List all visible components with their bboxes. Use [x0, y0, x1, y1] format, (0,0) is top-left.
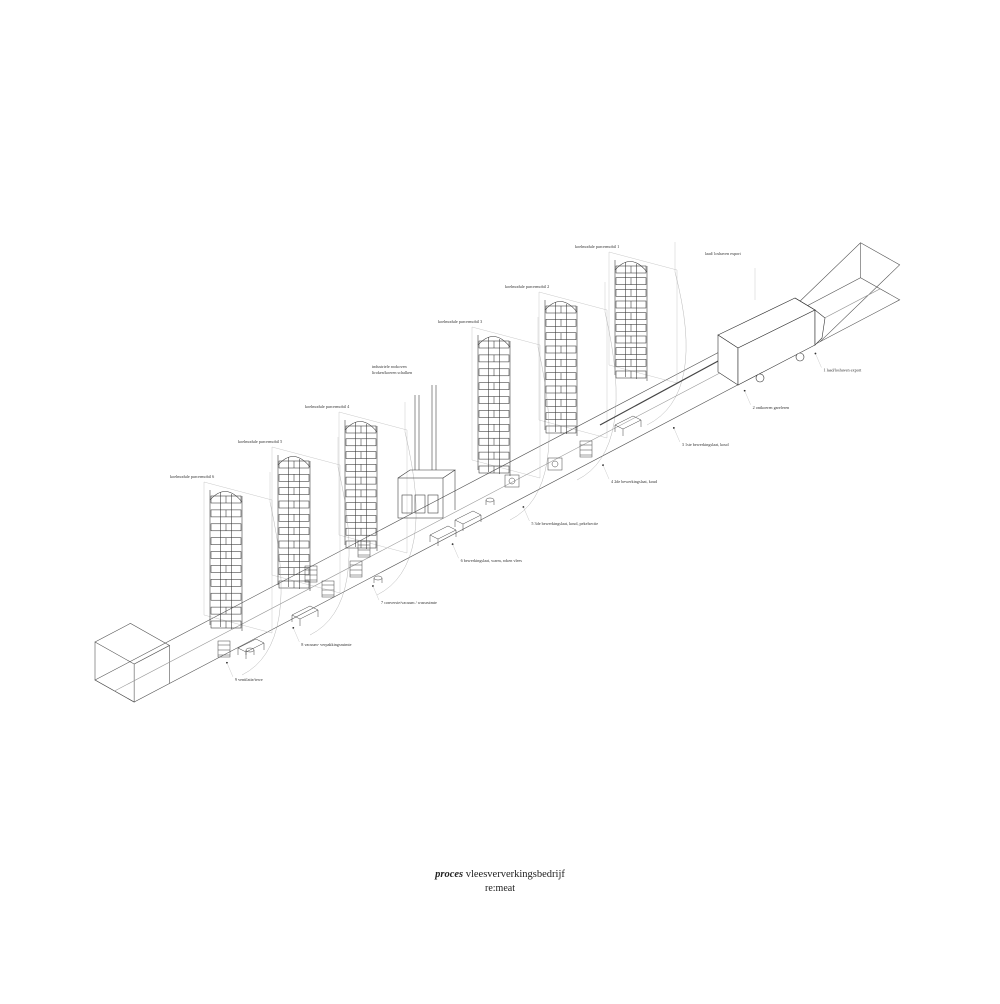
- workstation-stool: [485, 497, 495, 505]
- tower-backdrop: [538, 291, 608, 439]
- tower-backdrop: [608, 251, 678, 384]
- stop-label: 1 laad/loshaven export: [823, 368, 862, 373]
- stop-leader: [744, 390, 751, 405]
- truck-wheel: [795, 352, 805, 362]
- caption-title-bold: proces: [435, 869, 464, 880]
- workstation-rack: [304, 565, 318, 583]
- tower-cable: [576, 311, 617, 481]
- tower-label: koelmodule parcermobil 3: [438, 319, 482, 324]
- cooling-towers: [203, 251, 687, 676]
- tower-cable: [309, 466, 350, 636]
- stop-label: 8 vacuum- verpakkingsruimte: [301, 642, 351, 647]
- tower-label: koelmodule parcermobil 6: [170, 474, 214, 479]
- tower-arch: [477, 336, 511, 348]
- stop-label: 3 1ste bewerkingslaat, koud: [682, 442, 730, 448]
- workstation-rack: [357, 540, 371, 558]
- stop-leader: [673, 427, 680, 443]
- stop-label: 6 bewerkingslaat, warm, roken vlees: [461, 558, 523, 564]
- workstation-table: [291, 605, 319, 626]
- oven-rack: [414, 494, 426, 514]
- cooling-tower: [608, 251, 687, 426]
- workstation-machine: [504, 474, 520, 488]
- tower-backdrop: [338, 411, 408, 554]
- workstation-rack: [579, 440, 593, 458]
- tower-arch: [544, 301, 578, 313]
- workstation-rack: [217, 640, 231, 658]
- stop-leader: [523, 506, 530, 522]
- stop-leader: [293, 627, 300, 642]
- tower-arch: [277, 456, 311, 468]
- tower-label: koelmodule parcermobil 2: [505, 284, 549, 289]
- cooling-tower: [271, 446, 350, 636]
- truck: [717, 297, 826, 386]
- tower-arch: [614, 261, 648, 273]
- stop-marker: [372, 585, 374, 587]
- oven-body: [397, 477, 444, 519]
- corridor-ramp: [780, 242, 901, 342]
- stop-label: 7 conversie/vacuum / wassruimte: [381, 600, 437, 605]
- oven-label: industriele rookoven: [372, 364, 407, 369]
- tower-label: koelmodule parcermobil 4: [305, 404, 350, 409]
- oven-rack: [427, 494, 439, 514]
- stop-leader: [815, 353, 822, 368]
- oven-label: liroken/koeren schalken: [372, 370, 413, 375]
- stop-leader: [452, 544, 459, 559]
- stop-label: 5 3de bewerkingslaat, koud, pekelsectie: [531, 521, 598, 527]
- stop-label: 2 ontkoeren gareleren: [753, 405, 790, 410]
- stop-labels: 1 laad/loshaven export 2 ontkoeren garele…: [170, 242, 862, 682]
- stop-label: 4 2de bewerkingslaat, koud: [611, 479, 658, 485]
- cooling-tower: [538, 291, 617, 481]
- tower-arch: [344, 421, 378, 433]
- stop-marker: [602, 464, 604, 467]
- stop-marker: [451, 543, 454, 546]
- workstation-machine: [547, 457, 563, 471]
- tower-backdrop: [471, 326, 541, 479]
- workstation-rack: [349, 560, 363, 578]
- caption-title-rest: vleesververkingsbedrijf: [463, 869, 565, 880]
- workstation-table: [237, 638, 265, 659]
- smoking-oven: [397, 385, 456, 519]
- oven-top: [397, 469, 456, 479]
- tower-cable: [646, 271, 687, 426]
- workstation-table: [614, 415, 642, 436]
- conveyor-rail: [599, 359, 721, 426]
- workstation-stool: [373, 575, 383, 583]
- tower-cable: [241, 501, 282, 676]
- truck-cab: [794, 297, 826, 346]
- cooling-tower: [203, 481, 282, 676]
- tower-cable: [509, 346, 550, 521]
- stop-label: 9 ventilatie/tewe: [235, 677, 263, 682]
- workstation-rack: [321, 580, 335, 598]
- tower-arch: [209, 491, 243, 503]
- tower-backdrop: [203, 481, 273, 634]
- truck-label: laad/ loshaven export: [705, 251, 742, 256]
- workstation-table: [454, 510, 482, 531]
- workstations: [217, 359, 721, 659]
- oven-rack: [401, 494, 413, 514]
- tower-label: koelmodule parcermobil 5: [238, 439, 282, 444]
- corridor-end-roof: [94, 623, 171, 665]
- stop-leader: [372, 585, 380, 601]
- tower-label: koelmodule parcermobil 1: [575, 244, 619, 249]
- stop-leader: [226, 662, 234, 677]
- caption-title: proces vleesververkingsbedrijf: [0, 869, 1000, 880]
- caption-subtitle: re:meat: [485, 883, 515, 894]
- corridor-end-wall: [94, 641, 135, 703]
- stop-leader: [602, 465, 610, 480]
- truck-wheel: [755, 373, 765, 383]
- tower-cable: [376, 431, 417, 596]
- cooling-tower: [471, 326, 550, 521]
- stop-marker: [814, 352, 817, 355]
- cooling-tower: [338, 411, 417, 596]
- workstation-table: [429, 525, 457, 546]
- tower-backdrop: [271, 446, 341, 594]
